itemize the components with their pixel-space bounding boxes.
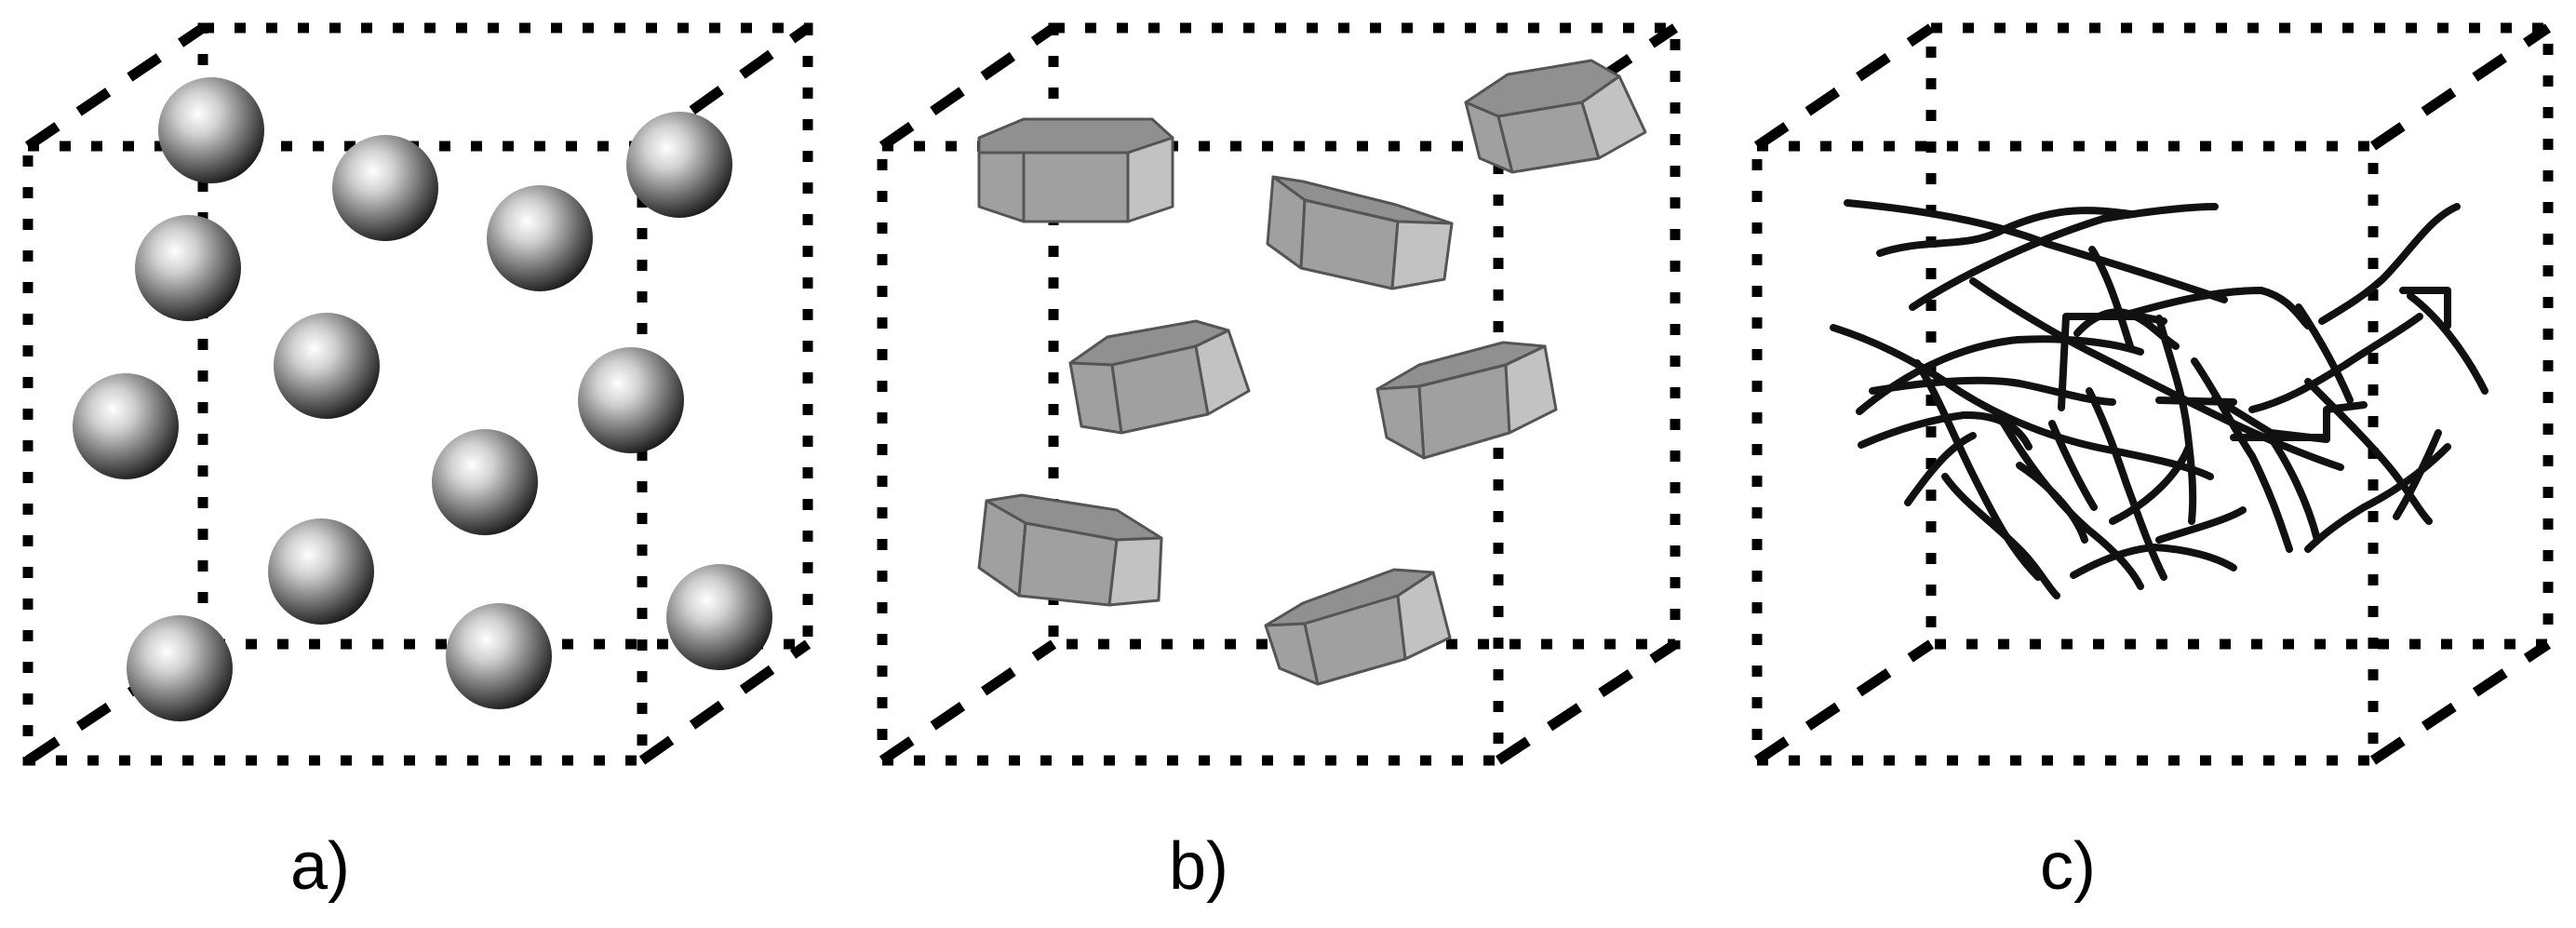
fiber (2086, 387, 2167, 581)
fiber (1869, 376, 2116, 406)
fiber (2109, 443, 2193, 525)
fiber (2155, 315, 2197, 525)
fiber (2267, 434, 2321, 544)
fiber (2191, 357, 2293, 553)
fiber (2116, 287, 2312, 330)
panel-label-c: c) (2040, 829, 2096, 904)
fiber (1904, 432, 1977, 506)
hexagonal-prism (1464, 59, 1647, 174)
fiber (2211, 395, 2330, 443)
fiber (2393, 429, 2442, 520)
fiber (2399, 287, 2451, 330)
panel-c: c) (1751, 22, 2554, 904)
fiber (2048, 420, 2098, 511)
fiber (2088, 246, 2135, 353)
fiber (2318, 203, 2461, 325)
fiber (2407, 292, 2489, 395)
hexagonal-prism (1264, 568, 1452, 686)
sphere-particle (446, 603, 552, 709)
sphere-particle (274, 313, 380, 419)
fiber (2058, 313, 2167, 411)
fiber (1844, 199, 2228, 303)
fiber (1858, 410, 2033, 451)
panel-label-a: a) (290, 829, 350, 904)
hexagonal-prism (1375, 341, 1558, 460)
sphere-particle (432, 429, 538, 535)
hexagonal-prism (977, 493, 1163, 607)
prism-particles (977, 59, 1647, 686)
fiber-network (1830, 199, 2489, 599)
sphere-particle (127, 615, 233, 721)
hexagonal-prism (1068, 319, 1251, 435)
fiber (2070, 544, 2237, 579)
sphere-particle (487, 185, 593, 291)
fiber (2295, 303, 2354, 404)
sphere-particle (135, 215, 241, 321)
sphere-particle (666, 564, 772, 670)
panel-a: a) (22, 22, 813, 904)
hexagonal-prism (977, 117, 1174, 223)
fiber (1997, 415, 2144, 590)
box-edges-a (22, 22, 813, 766)
box-edges-c (1751, 22, 2554, 766)
fiber (1876, 207, 2135, 257)
fiber (2016, 462, 2088, 544)
sphere-particles (73, 77, 772, 721)
box-back-face (197, 22, 813, 650)
fiber (2304, 378, 2433, 525)
sphere-particle (158, 77, 264, 183)
fiber (1830, 324, 2214, 480)
sphere-particle (626, 112, 732, 218)
hexagonal-prism (1266, 175, 1454, 290)
sphere-particle (268, 518, 374, 625)
panel-label-b: b) (1169, 829, 1228, 904)
panel-b: b) (877, 22, 1681, 904)
fiber (1909, 203, 2219, 311)
fiber (1856, 335, 2144, 415)
fiber (2248, 313, 2423, 413)
sphere-particle (578, 347, 684, 453)
fiber (2155, 506, 2247, 544)
box-edges-b (877, 22, 1681, 766)
box-back-face (1925, 22, 2554, 650)
fiber (1941, 473, 2060, 599)
sphere-particle (332, 135, 438, 241)
sphere-particle (73, 373, 179, 479)
